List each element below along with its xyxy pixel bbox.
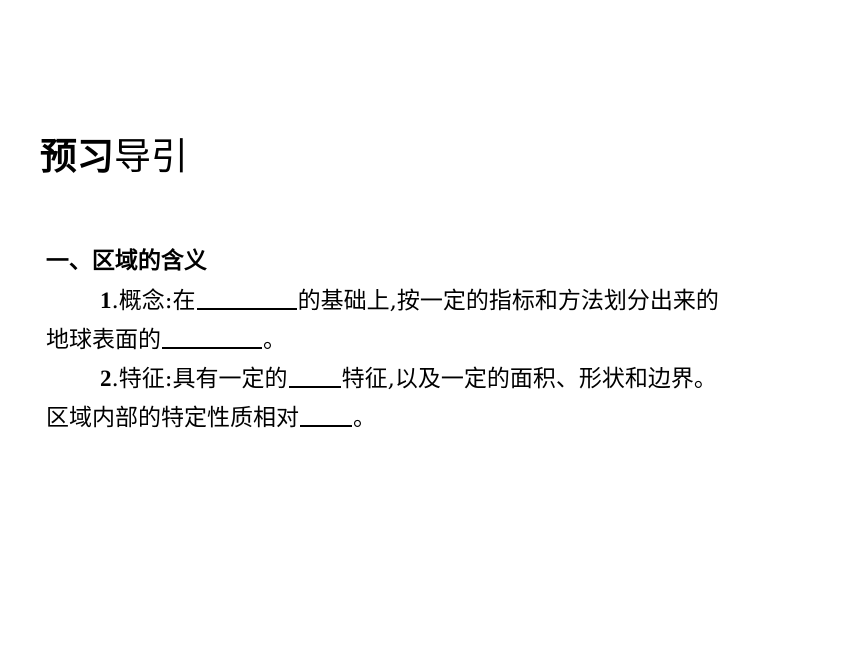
item1-text-d: 。	[263, 327, 286, 353]
item1-number: 1	[100, 288, 112, 313]
title-light-part: 导引	[114, 135, 188, 178]
item2-text-d: 。	[353, 405, 376, 431]
fill-blank-1	[196, 284, 297, 310]
item2-number: 2	[100, 366, 112, 391]
item1-line1: 1.概念:在 的基础上,按一定的指标和方法划分出来的	[100, 284, 719, 318]
item2-line1: 2.特征:具有一定的 特征,以及一定的面积、形状和边界。	[100, 362, 717, 396]
item2-line2: 区域内部的特定性质相对 。	[46, 401, 376, 435]
item2-text-a: .特征:具有一定的	[111, 366, 288, 392]
item2-text-c: 区域内部的特定性质相对	[46, 405, 299, 431]
page-title: 预习导引	[40, 132, 188, 182]
item1-text-a: .概念:在	[111, 288, 196, 314]
item1-line2: 地球表面的 。	[46, 323, 286, 357]
fill-blank-4	[300, 401, 352, 427]
section-heading: 一、区域的含义	[46, 248, 207, 274]
fill-blank-2	[162, 323, 262, 349]
item2-text-b: 特征,以及一定的面积、形状和边界。	[341, 366, 717, 392]
item1-text-c: 地球表面的	[46, 327, 161, 353]
title-bold-part: 预习	[40, 135, 114, 178]
fill-blank-3	[288, 362, 341, 388]
item1-text-b: 的基础上,按一定的指标和方法划分出来的	[297, 288, 719, 314]
